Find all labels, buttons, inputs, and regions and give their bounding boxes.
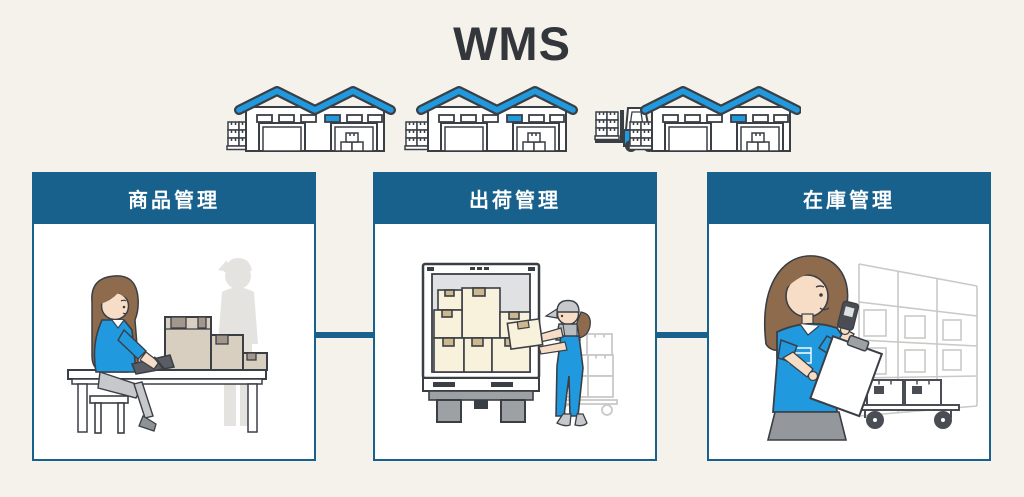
connector-left bbox=[316, 332, 373, 338]
card-inventory-management-header: 在庫管理 bbox=[707, 172, 991, 224]
carried-box-icon bbox=[506, 317, 544, 351]
clipboard-icon bbox=[809, 334, 884, 418]
stool-icon bbox=[89, 395, 129, 434]
card-shipping-management: 出荷管理 bbox=[373, 172, 657, 461]
card-shipping-management-title: 出荷管理 bbox=[469, 189, 561, 212]
product-management-illustration bbox=[67, 258, 268, 434]
card-product-management-header: 商品管理 bbox=[32, 172, 316, 224]
inventory-management-illustration bbox=[764, 255, 978, 441]
card-product-management: 商品管理 bbox=[32, 172, 316, 461]
page-title: WMS bbox=[453, 17, 571, 70]
connector-right bbox=[657, 332, 707, 338]
cardboard-boxes-icon bbox=[164, 316, 268, 371]
worker-scanning-icon bbox=[764, 255, 884, 441]
card-inventory-management: 在庫管理 bbox=[707, 172, 991, 461]
desk-icon bbox=[67, 369, 267, 433]
card-shipping-management-header: 出荷管理 bbox=[373, 172, 657, 224]
shipping-management-illustration bbox=[421, 262, 618, 427]
worker-carrying-box-icon bbox=[506, 299, 591, 427]
card-inventory-management-title: 在庫管理 bbox=[803, 189, 895, 212]
card-product-management-title: 商品管理 bbox=[128, 189, 220, 212]
warehouse-row-illustration bbox=[226, 85, 801, 155]
warehouses-icon bbox=[226, 85, 801, 155]
woman-writing-icon bbox=[91, 275, 175, 432]
handheld-scanner-icon bbox=[837, 300, 860, 331]
